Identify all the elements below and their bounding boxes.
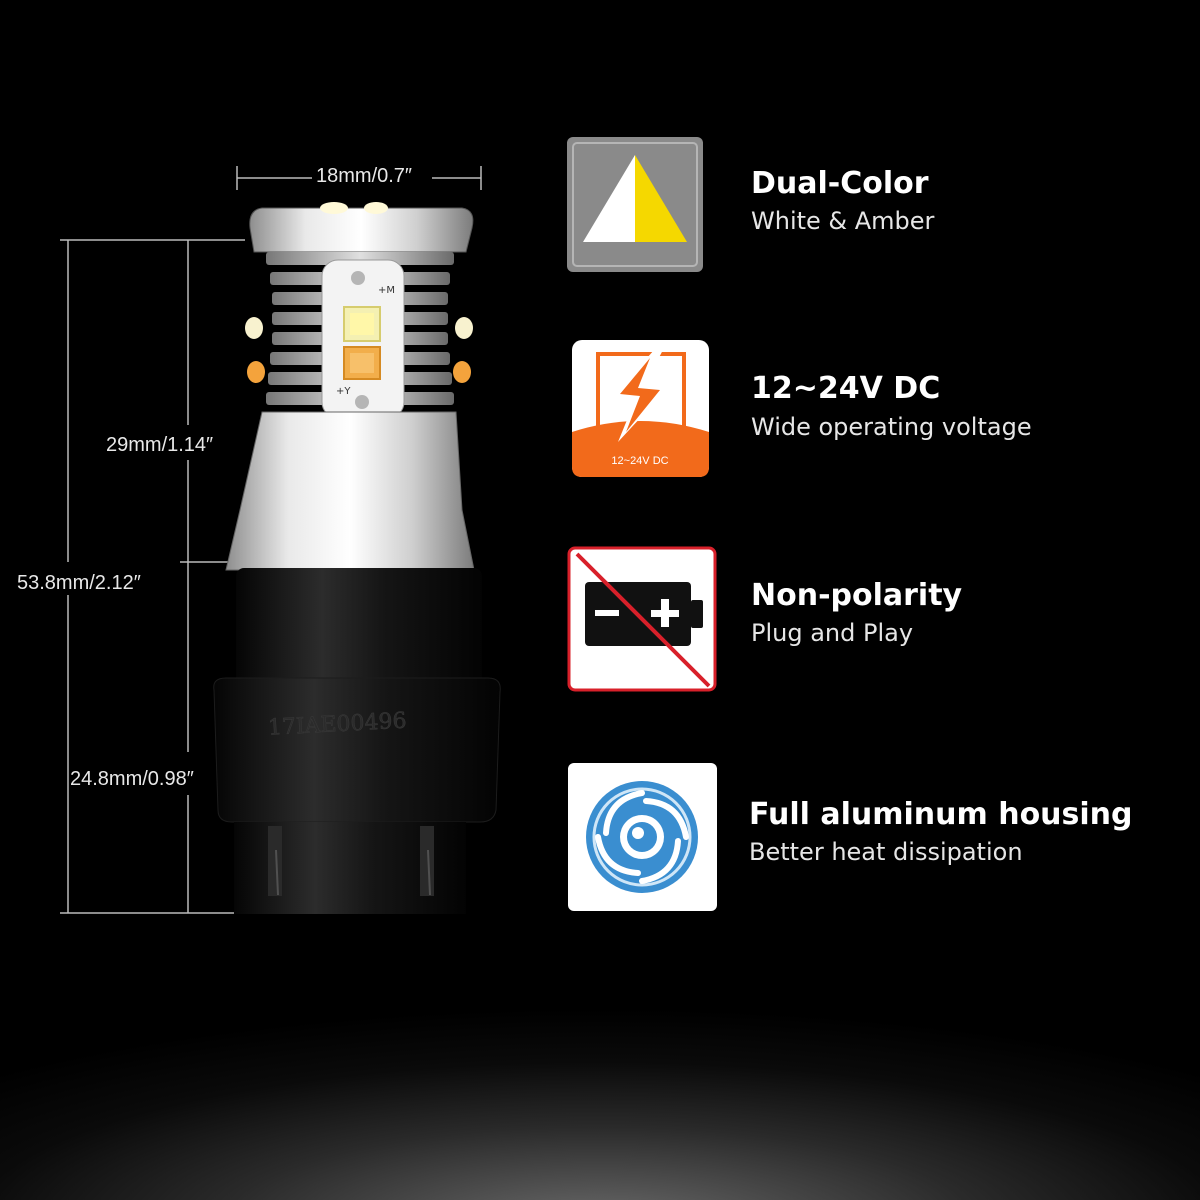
dual-color-triangle-icon bbox=[567, 137, 703, 272]
no-polarity-battery-icon bbox=[567, 546, 717, 692]
feature-title-dual-color: Dual-Color bbox=[751, 166, 929, 201]
voltage-icon-caption: 12~24V DC bbox=[611, 455, 668, 467]
bulb-head: +M +Y bbox=[245, 202, 474, 419]
width-dimension-line bbox=[236, 166, 482, 190]
section-height-dimension-line bbox=[180, 240, 235, 913]
bulb-plastic-base: 17IAE00496 bbox=[213, 568, 501, 914]
feature-subtitle-non-polarity: Plug and Play bbox=[751, 619, 914, 647]
upper-height-label: 29mm/1.14″ bbox=[106, 434, 214, 456]
total-height-label: 53.8mm/2.12″ bbox=[17, 572, 141, 594]
feature-subtitle-dual-color: White & Amber bbox=[751, 207, 935, 235]
voltage-bolt-icon: 12~24V DC bbox=[572, 340, 709, 477]
width-dimension-label: 18mm/0.7″ bbox=[316, 165, 413, 187]
led-mark-bottom: +Y bbox=[336, 386, 351, 397]
feature-title-voltage: 12~24V DC bbox=[751, 371, 941, 406]
base-height-label: 24.8mm/0.98″ bbox=[70, 768, 194, 790]
feature-subtitle-voltage: Wide operating voltage bbox=[751, 413, 1032, 441]
base-marking: 17IAE00496 bbox=[267, 709, 407, 741]
led-mark-top: +M bbox=[378, 285, 395, 296]
heat-dissipation-swirl-icon bbox=[568, 763, 717, 911]
feature-subtitle-aluminum-housing: Better heat dissipation bbox=[749, 838, 1023, 866]
feature-title-aluminum-housing: Full aluminum housing bbox=[749, 797, 1133, 832]
feature-title-non-polarity: Non-polarity bbox=[751, 578, 963, 613]
bulb-illustration: +M +Y 17IAE00496 bbox=[60, 166, 501, 914]
bulb-aluminum-sleeve bbox=[225, 411, 475, 571]
